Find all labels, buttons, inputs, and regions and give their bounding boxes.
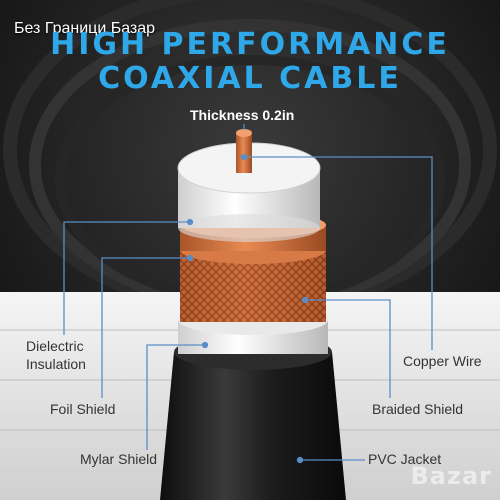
braided-shield <box>180 236 326 322</box>
label-pvc-jacket: PVC Jacket <box>368 451 442 467</box>
label-dielectric-line2: Insulation <box>26 356 86 372</box>
headline-line-2: COAXIAL CABLE <box>98 61 402 96</box>
headline-line-1: HIGH PERFORMANCE <box>50 27 450 62</box>
label-foil-shield: Foil Shield <box>50 401 116 417</box>
label-mylar-shield: Mylar Shield <box>80 451 158 467</box>
bazar-watermark: Bazar <box>410 462 492 490</box>
label-copper-wire: Copper Wire <box>403 353 482 369</box>
copper-conductor <box>236 129 252 173</box>
label-braided-shield: Braided Shield <box>372 401 464 417</box>
thickness-label: Thickness 0.2in <box>190 107 295 123</box>
pvc-jacket <box>160 334 346 500</box>
callout-lines <box>63 124 433 464</box>
label-dielectric-line1: Dielectric <box>26 338 84 354</box>
store-watermark: Без Граници Базар <box>14 20 156 37</box>
